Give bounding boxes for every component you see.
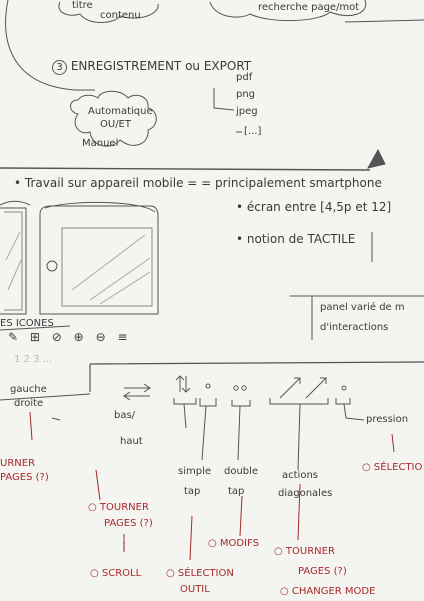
mobile-heading-text: Travail sur appareil mobile = = principa… <box>24 176 382 190</box>
pencil-icon: ✎ <box>8 330 23 344</box>
cloud-left-content: contenu <box>100 10 141 21</box>
format-more: [...] <box>244 126 262 137</box>
erase-icon: ⊘ <box>51 330 66 344</box>
panel-note-2: d'interactions <box>320 322 389 333</box>
save-manual: Manuel <box>82 138 119 149</box>
action-selection-right: ○ SÉLECTIO <box>362 462 423 473</box>
cloud-left-title: titre <box>72 0 93 11</box>
mobile-heading: • Travail sur appareil mobile = = princi… <box>14 176 382 190</box>
action-turn-pages-mid-1: ○ TOURNER <box>88 502 149 513</box>
format-jpeg: jpeg <box>236 106 258 117</box>
gesture-left-right-1: gauche <box>10 384 47 395</box>
pressure-dot <box>341 385 347 391</box>
bullet-touch: • notion de TACTILE <box>236 232 356 246</box>
action-turn-pages-left-1: URNER <box>0 458 36 469</box>
gesture-double-tap-2: tap <box>228 486 245 497</box>
bullet-screen-text: écran entre [4,5p et 12] <box>246 200 392 214</box>
gesture-pressure: pression <box>366 414 409 425</box>
format-png: png <box>236 89 256 100</box>
action-modifs: ○ MODIFS <box>208 538 259 549</box>
panel-note-1: panel varié de m <box>320 302 405 313</box>
section-3-title: 3 ENREGISTREMENT ou EXPORT <box>52 60 251 75</box>
gesture-diagonal-2: diagonales <box>278 488 333 499</box>
phone-right <box>39 205 159 315</box>
gesture-simple-tap-2: tap <box>184 486 201 497</box>
section-title-text: ENREGISTREMENT ou EXPORT <box>70 59 252 73</box>
top-left-curve <box>5 0 95 91</box>
action-turn-pages-right-1: ○ TOURNER <box>274 546 335 557</box>
action-colon: : <box>122 540 126 551</box>
action-scroll: ○ SCROLL <box>90 568 142 579</box>
top-right-line <box>344 19 424 23</box>
gesture-down-up-1: bas/ <box>114 410 136 421</box>
cloud-save-shape <box>70 90 157 147</box>
layers-icon: ⊞ <box>29 330 44 344</box>
action-turn-pages-left-2: PAGES (?) <box>0 472 49 483</box>
cloud-right-shape <box>209 0 367 21</box>
icon-row: ✎ ⊞ ⊘ ⊕ ⊖ ≡ <box>8 330 132 344</box>
section-number: 3 <box>52 60 67 75</box>
format-pdf: pdf <box>236 72 253 83</box>
menu-icon: ≡ <box>117 330 132 344</box>
cloud-left-shape <box>58 1 159 23</box>
gesture-simple-tap-1: simple <box>178 466 212 477</box>
format-bracket <box>213 88 235 111</box>
double-tap-dot-1 <box>233 385 239 391</box>
bullet-screen: • écran entre [4,5p et 12] <box>236 200 392 214</box>
action-turn-pages-right-2: PAGES (?) <box>298 566 347 577</box>
cloud-right-search: recherche page/mot <box>258 2 360 13</box>
simple-tap-dot <box>205 383 211 389</box>
zoom-in-icon: ⊕ <box>73 330 88 344</box>
gesture-down-up-2: haut <box>120 436 143 447</box>
double-tap-dot-2 <box>241 385 247 391</box>
swipe-lr-symbol <box>123 383 151 401</box>
action-selection-tool-1: ○ SÉLECTION <box>166 568 234 579</box>
bullet-touch-text: notion de TACTILE <box>246 232 356 246</box>
icons-label: ES ICONES <box>0 318 54 329</box>
action-change-mode: ○ CHANGER MODE <box>280 586 376 597</box>
save-auto: Automatique <box>88 106 153 117</box>
icons-overlay: 1 2 3 ... <box>14 354 53 365</box>
section-divider <box>0 167 371 171</box>
swipe-ud-symbol <box>175 375 191 393</box>
diag-arrow-2 <box>305 377 327 399</box>
zoom-out-icon: ⊖ <box>95 330 110 344</box>
gesture-diagonal-1: actions <box>282 470 318 481</box>
phone-left <box>0 207 27 315</box>
action-turn-pages-mid-2: PAGES (?) <box>104 518 153 529</box>
save-or: OU/ET <box>100 119 131 130</box>
gesture-double-tap-1: double <box>224 466 259 477</box>
diag-arrow-1 <box>279 377 301 399</box>
action-selection-tool-2: OUTIL <box>180 584 210 595</box>
gesture-frame <box>89 361 424 392</box>
gesture-left-right-2: droite <box>14 398 44 409</box>
